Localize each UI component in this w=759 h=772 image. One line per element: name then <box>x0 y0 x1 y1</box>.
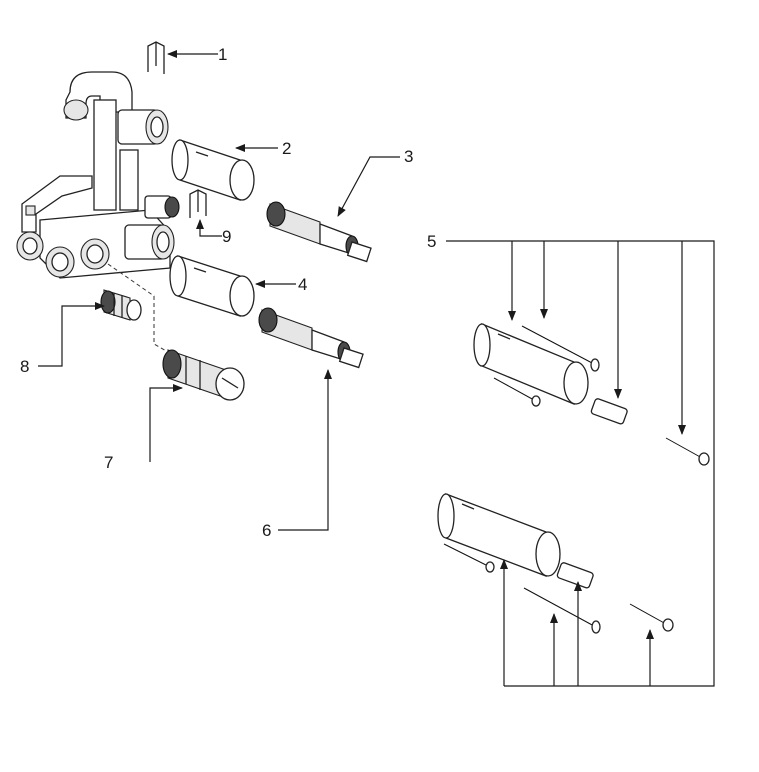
extension-kit-upper <box>473 323 710 466</box>
callout-2: 2 <box>282 139 291 158</box>
valve-body <box>16 71 180 279</box>
sleeve-upper <box>171 139 255 201</box>
extension-kit-lower <box>437 493 674 634</box>
dashed-assembly-line <box>107 263 169 353</box>
sleeve-lower <box>169 255 255 317</box>
callout-1: 1 <box>218 45 227 64</box>
retaining-clip-middle <box>189 189 207 218</box>
cartridge-upper <box>266 201 372 263</box>
callout-3: 3 <box>404 147 413 166</box>
callout-6: 6 <box>262 521 271 540</box>
cartridge-lower <box>258 307 364 369</box>
diverter-cartridge <box>162 349 245 401</box>
check-stop <box>100 289 142 321</box>
retaining-clip-top <box>147 41 165 74</box>
callout-8: 8 <box>20 357 29 376</box>
leader-lines <box>38 50 715 687</box>
callout-5: 5 <box>427 232 436 251</box>
callout-7: 7 <box>104 453 113 472</box>
callout-4: 4 <box>298 275 307 294</box>
callout-9: 9 <box>222 227 231 246</box>
